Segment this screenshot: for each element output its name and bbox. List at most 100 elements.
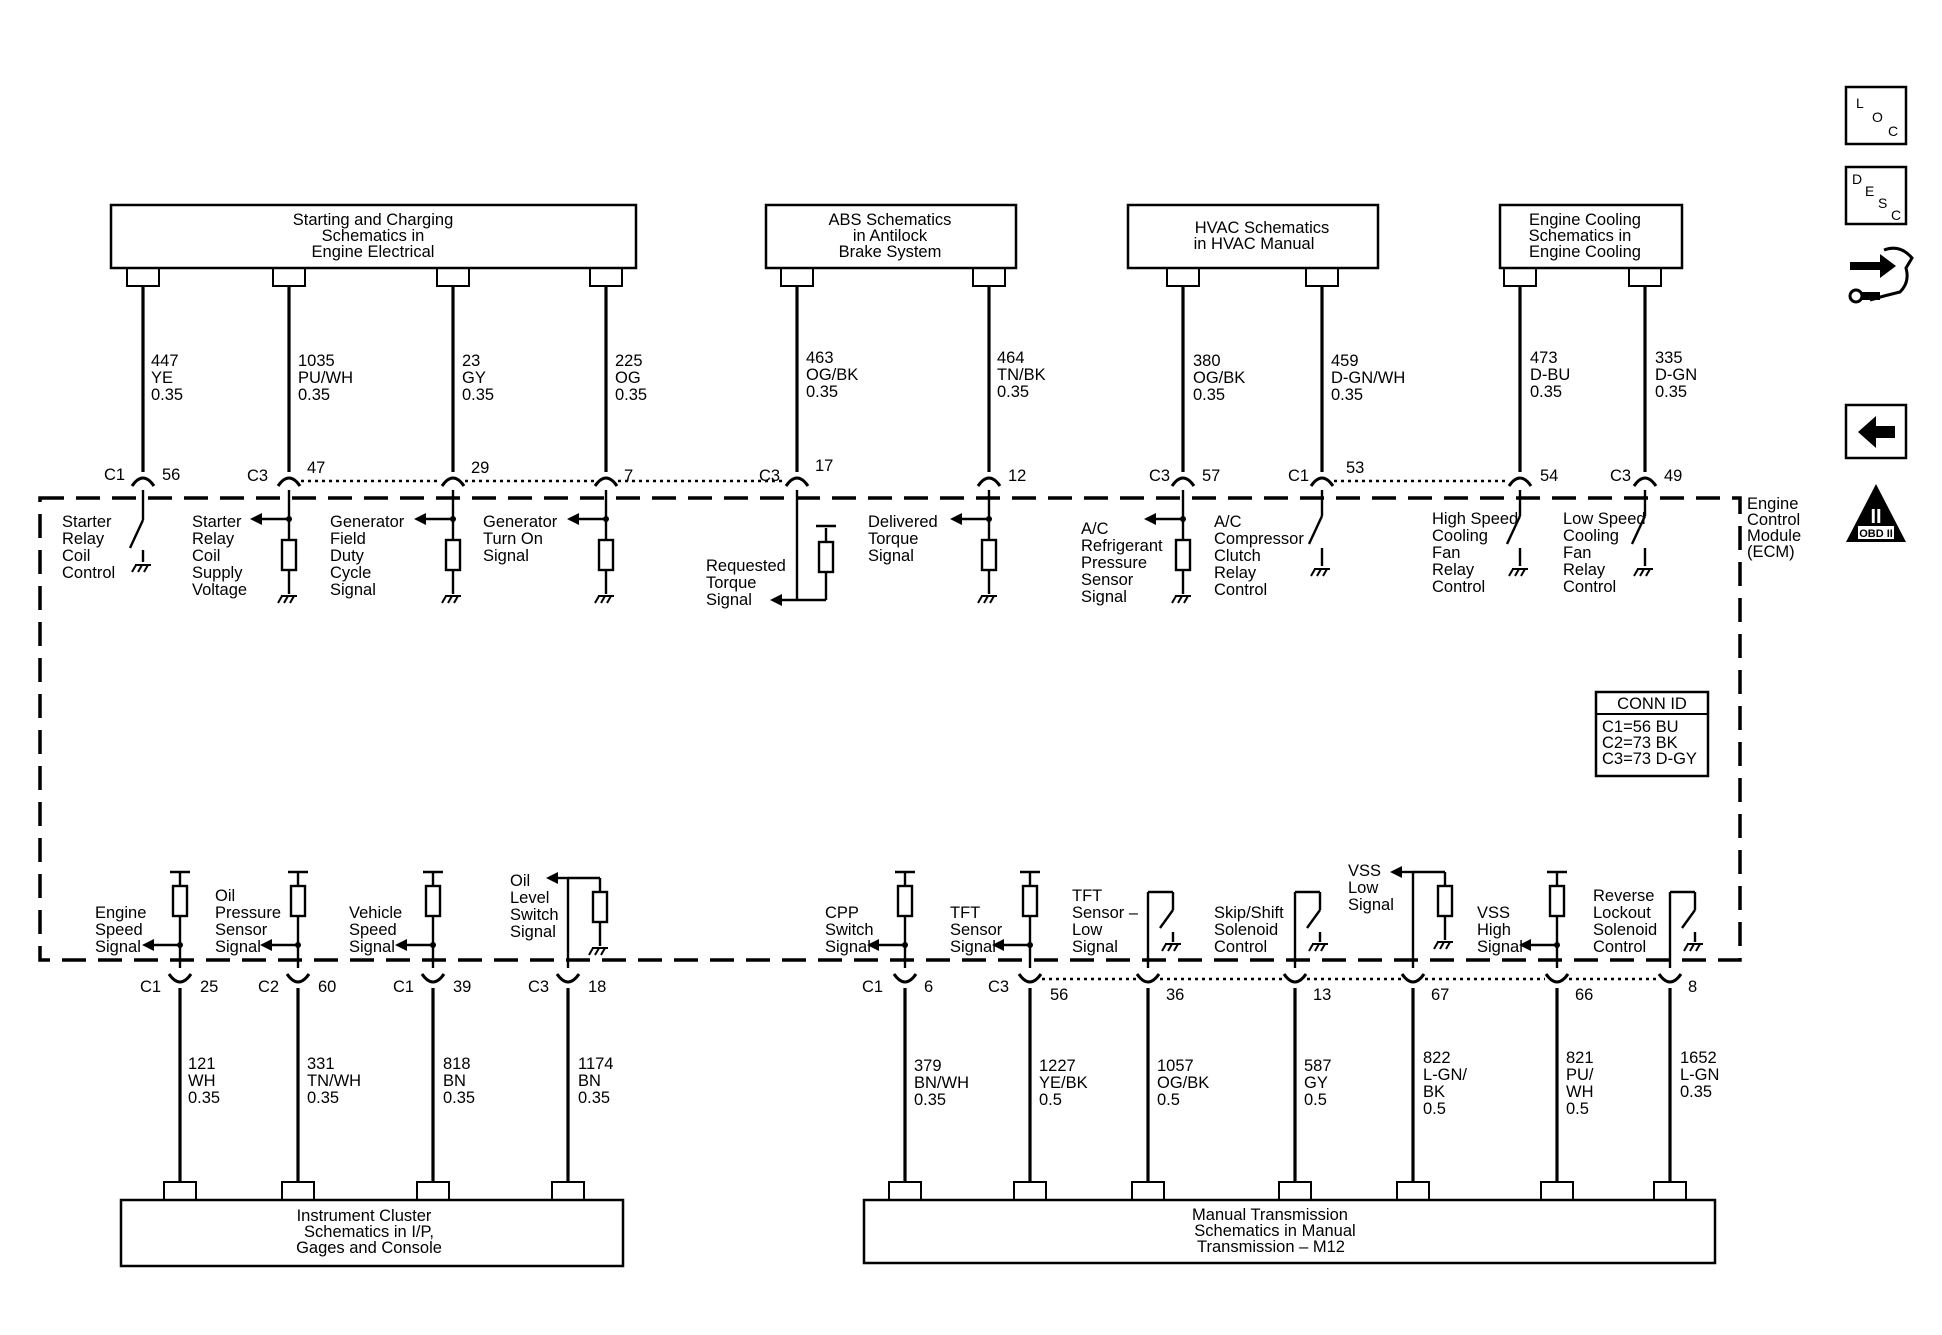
conn-id-title: CONN ID: [1617, 695, 1687, 713]
bottom-wire-10-color: PU/: [1566, 1066, 1594, 1084]
label-delivered-torque-1: Delivered: [868, 513, 938, 531]
bottom-wire-3-gauge: 0.35: [443, 1089, 475, 1107]
label-gen-field-5: Signal: [330, 581, 376, 599]
label-starter-supply-2: Relay: [192, 530, 235, 548]
top-wire-1-gauge: 0.35: [151, 386, 183, 404]
bottom-wire-2-color: TN/WH: [307, 1072, 361, 1090]
top-wire-6-gauge: 0.35: [997, 383, 1029, 401]
bottom-wire-1-circuit: 121: [188, 1055, 216, 1073]
top-wire-1-color: YE: [151, 369, 173, 387]
bottom-wire-11-circuit: 1652: [1680, 1049, 1717, 1067]
loc-letter-o: O: [1872, 109, 1883, 125]
bottom-conn-5: C1: [862, 978, 883, 996]
starter-supply-circuit: [250, 490, 298, 604]
top-wire-7-gauge: 0.35: [1193, 386, 1225, 404]
top-wire-8-gauge: 0.35: [1331, 386, 1363, 404]
label-tft-low-2: Sensor –: [1072, 904, 1139, 922]
label-ac-clutch-3: Clutch: [1214, 547, 1261, 565]
label-cpp-1: CPP: [825, 904, 859, 922]
label-high-fan-4: Relay: [1432, 561, 1475, 579]
loc-icon[interactable]: L O C: [1844, 85, 1908, 146]
bottom-pin-10: 66: [1575, 986, 1593, 1004]
obd-label: OBD II: [1859, 528, 1893, 540]
box-cluster-line-3: Gages and Console: [296, 1239, 442, 1257]
top-wire-3-color: GY: [462, 369, 486, 387]
box-abs-schematics[interactable]: ABS Schematics in Antilock Brake System: [764, 203, 1018, 270]
bottom-pin-2: 60: [318, 978, 336, 996]
desc-icon[interactable]: D E S C: [1844, 165, 1908, 226]
ecm-label: Engine Control Module (ECM): [1747, 495, 1801, 561]
box-abs-line-3: Brake System: [839, 243, 942, 261]
label-requested-torque-2: Torque: [706, 574, 756, 592]
oil-pressure-circuit: [260, 870, 308, 968]
top-wire-2-circuit: 1035: [298, 352, 335, 370]
label-ac-pressure-2: Refrigerant: [1081, 537, 1163, 555]
label-skip-shift-2: Solenoid: [1214, 921, 1278, 939]
top-pin-10: 49: [1664, 467, 1682, 485]
bottom-wire-stubs: [178, 1176, 1672, 1182]
label-gen-field-1: Generator: [330, 513, 405, 531]
label-engine-speed-1: Engine: [95, 904, 146, 922]
label-oil-level-4: Signal: [510, 923, 556, 941]
label-vehicle-speed-3: Signal: [349, 938, 395, 956]
box-engine-cooling[interactable]: Engine Cooling Schematics in Engine Cool…: [1498, 203, 1684, 270]
label-high-fan-3: Fan: [1432, 544, 1460, 562]
box-cooling-line-2: Schematics in: [1529, 227, 1632, 245]
box-starting-charging[interactable]: Starting and Charging Schematics in Engi…: [109, 203, 638, 270]
back-arrow-icon[interactable]: [1844, 403, 1908, 460]
bottom-pin-labels: C1 25 C2 60 C1 39 C3 18 C1 6 C3 56 36 13…: [140, 978, 1697, 1004]
bottom-pin-1: 25: [200, 978, 218, 996]
label-requested-torque-3: Signal: [706, 591, 752, 609]
label-vss-low-2: Low: [1348, 879, 1378, 897]
label-starter-relay-4: Control: [62, 564, 115, 582]
label-delivered-torque-2: Torque: [868, 530, 918, 548]
connector-tool-icon[interactable]: [1846, 246, 1914, 304]
conn-id-line-3: C3=73 D-GY: [1602, 750, 1697, 768]
bottom-wire-9-color: L-GN/: [1423, 1066, 1467, 1084]
top-wire-8-circuit: 459: [1331, 352, 1359, 370]
label-high-fan-2: Cooling: [1432, 527, 1488, 545]
box-manual-transmission[interactable]: Manual Transmission Schematics in Manual…: [862, 1198, 1717, 1265]
delivered-torque-circuit: [950, 490, 998, 604]
top-conn-1: C1: [104, 466, 125, 484]
label-gen-turn-on-2: Turn On: [483, 530, 543, 548]
label-skip-shift-1: Skip/Shift: [1214, 904, 1284, 922]
ecm-boundary: [38, 496, 1742, 962]
bottom-wire-3-circuit: 818: [443, 1055, 471, 1073]
label-vss-low-3: Signal: [1348, 896, 1394, 914]
label-reverse-lockout-3: Solenoid: [1593, 921, 1657, 939]
box-cooling-line-3: Engine Cooling: [1529, 243, 1641, 261]
loc-letter-c: C: [1888, 123, 1898, 139]
ecm-label-line-2: Control: [1747, 511, 1800, 529]
bottom-wire-6-color: YE/BK: [1039, 1074, 1088, 1092]
top-wire-10-gauge: 0.35: [1655, 383, 1687, 401]
generator-field-circuit: [414, 490, 462, 604]
box-abs-line-1: ABS Schematics: [829, 211, 952, 229]
oil-level-circuit: [546, 872, 609, 968]
generator-turn-on-circuit: [567, 490, 615, 604]
bottom-wire-1-color: WH: [188, 1072, 216, 1090]
bottom-circuit-labels: 121 WH 0.35 331 TN/WH 0.35 818 BN 0.35 1…: [188, 1049, 1719, 1118]
label-skip-shift-3: Control: [1214, 938, 1267, 956]
top-wire-10-circuit: 335: [1655, 349, 1683, 367]
label-gen-field-2: Field: [330, 530, 366, 548]
top-wire-1-circuit: 447: [151, 352, 179, 370]
top-pin-2: 47: [307, 459, 325, 477]
top-conn-5: C3: [759, 467, 780, 485]
label-vehicle-speed-1: Vehicle: [349, 904, 402, 922]
top-pin-6: 12: [1008, 467, 1026, 485]
bottom-wire-4-circuit: 1174: [578, 1055, 613, 1073]
obd-ii-icon[interactable]: II OBD II: [1846, 484, 1906, 542]
loc-letter-l: L: [1856, 95, 1864, 111]
label-starter-supply-3: Coil: [192, 547, 220, 565]
top-wire-9-gauge: 0.35: [1530, 383, 1562, 401]
bottom-wire-5-circuit: 379: [914, 1057, 942, 1075]
box-instrument-cluster[interactable]: Instrument Cluster Schematics in I/P, Ga…: [119, 1198, 625, 1268]
bottom-box-pins: [163, 1181, 1687, 1200]
top-wire-2-gauge: 0.35: [298, 386, 330, 404]
bottom-wire-5-color: BN/WH: [914, 1074, 969, 1092]
box-hvac-schematics[interactable]: HVAC Schematics in HVAC Manual: [1126, 203, 1380, 270]
label-cpp-3: Signal: [825, 938, 871, 956]
box-trans-line-1: Manual Transmission: [1192, 1206, 1348, 1224]
bottom-wire-8-circuit: 587: [1304, 1057, 1332, 1075]
